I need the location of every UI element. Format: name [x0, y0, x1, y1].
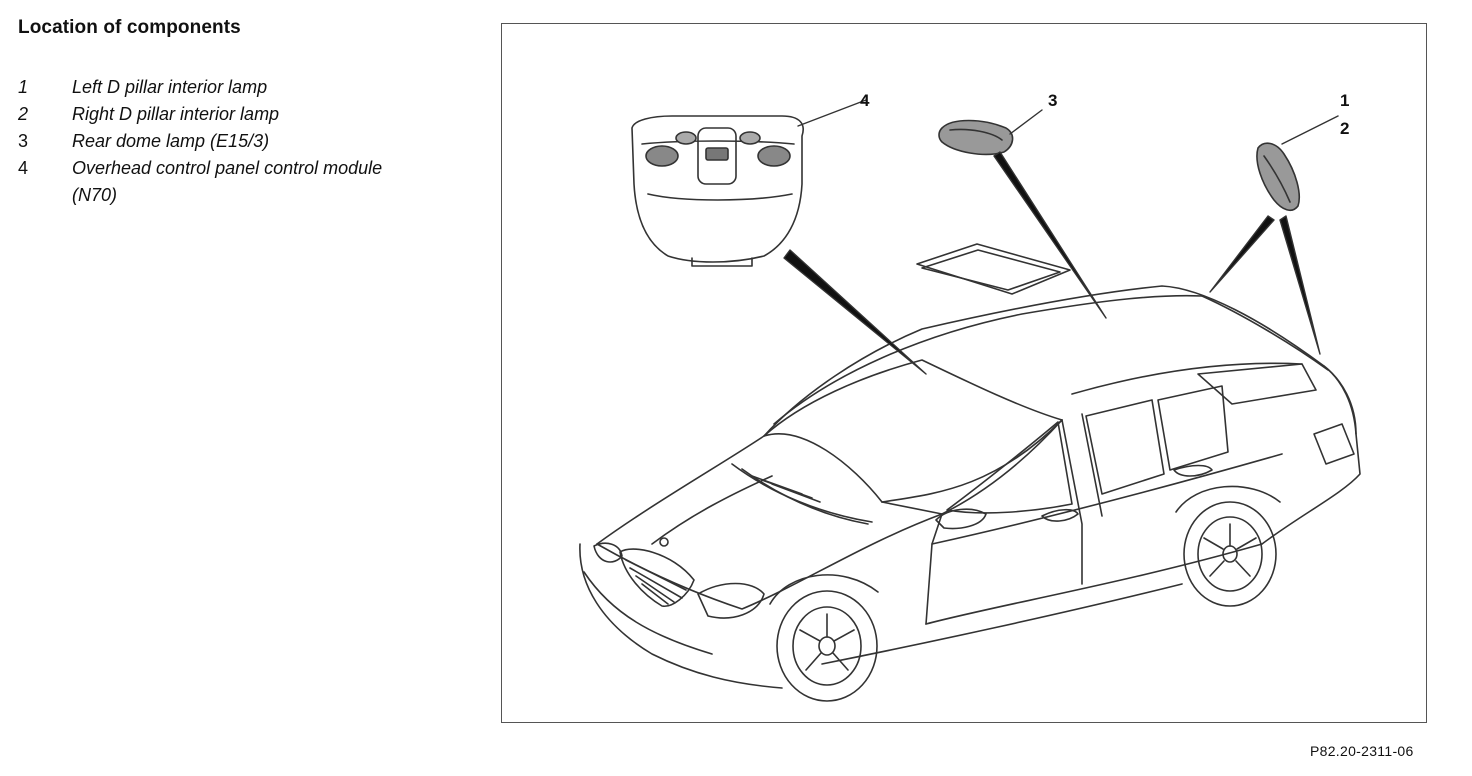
- rear-dome-lamp: [938, 119, 1014, 156]
- legend-item: 4 Overhead control panel control module …: [18, 155, 418, 209]
- legend-item: 3 Rear dome lamp (E15/3): [18, 128, 418, 155]
- legend-label: Overhead control panel control module (N…: [72, 158, 383, 205]
- legend-number: 1: [18, 77, 29, 97]
- d-pillar-lamp: [1256, 142, 1300, 212]
- leader-lines: [783, 99, 1339, 375]
- page-title: Location of components: [18, 17, 241, 38]
- callout-2: 2: [1340, 119, 1349, 138]
- car-body: [579, 243, 1361, 689]
- legend-item: 2 Right D pillar interior lamp: [18, 101, 418, 128]
- rear-wheel: [1175, 485, 1281, 607]
- callout-4: 4: [860, 91, 870, 110]
- front-wheel: [769, 574, 879, 702]
- car-illustration: 4 3 1 2: [579, 91, 1361, 702]
- illustration-frame: 4 3 1 2: [501, 23, 1427, 723]
- callout-3: 3: [1048, 91, 1057, 110]
- legend-item: 1 Left D pillar interior lamp: [18, 74, 418, 101]
- figure-reference: P82.20-2311-06: [1310, 743, 1414, 759]
- legend-label: Right D pillar interior lamp: [72, 104, 280, 124]
- component-legend: 1 Left D pillar interior lamp 2 Right D …: [18, 74, 418, 209]
- legend-number: 2: [18, 104, 29, 124]
- legend-label: Rear dome lamp (E15/3): [72, 131, 270, 151]
- overhead-control-panel: [631, 115, 804, 267]
- legend-number: 4: [18, 158, 29, 178]
- legend-number: 3: [18, 131, 29, 151]
- callout-1: 1: [1340, 91, 1349, 110]
- legend-label: Left D pillar interior lamp: [72, 77, 268, 97]
